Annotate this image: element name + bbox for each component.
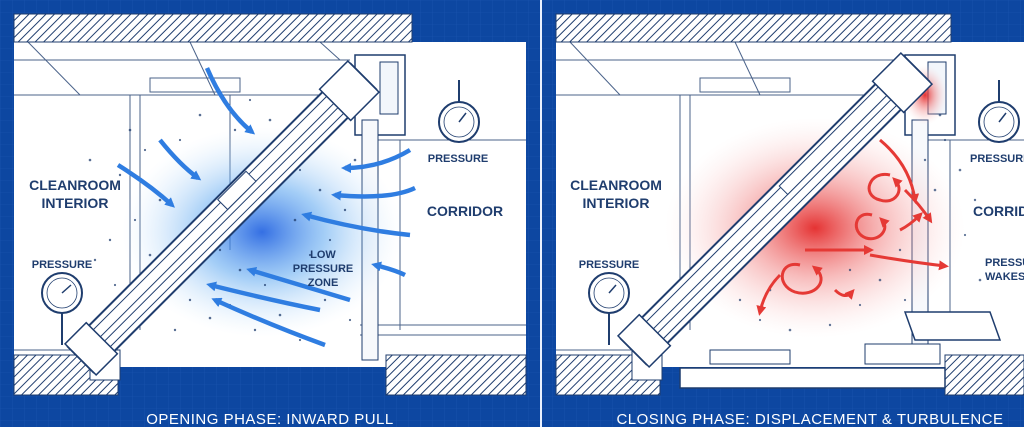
door-panel-left [63, 59, 381, 377]
pressure-gauge-right [438, 80, 480, 143]
turbulence-glow [665, 118, 965, 338]
inward-flow-arrows [116, 67, 416, 348]
caption-opening-phase: OPENING PHASE: INWARD PULL [146, 411, 394, 427]
turbulence-arrows [756, 138, 949, 316]
pressure-label-right-panel-left: PRESSURE [579, 259, 640, 271]
pressure-gauge-right-panel-right [978, 80, 1020, 143]
interior-label-right-1: CLEANROOM [570, 177, 662, 193]
pressure-label-right: PRESSURE [428, 153, 489, 165]
right-panel: CLEANROOM INTERIOR PRESSURE PRESSURE COR… [555, 13, 1024, 427]
pressure-wakes-label-2: WAKES [985, 271, 1024, 283]
interior-label-left-2: INTERIOR [42, 195, 109, 211]
corridor-label-left: CORRIDOR [427, 203, 503, 219]
low-pressure-zone-label-1: LOW [310, 249, 336, 261]
pressure-label-right-panel-right: PRESSURE [970, 153, 1024, 165]
interior-label-left-1: CLEANROOM [29, 177, 121, 193]
corridor-label-right: CORRIDOR [973, 203, 1024, 219]
pressure-label-left: PRESSURE [32, 259, 93, 271]
pressure-wakes-label-1: PRESSURE [985, 257, 1024, 269]
door-panel-right [616, 51, 934, 369]
interior-label-right-2: INTERIOR [583, 195, 650, 211]
caption-closing-phase: CLOSING PHASE: DISPLACEMENT & TURBULENCE [616, 411, 1003, 427]
left-panel: CLEANROOM INTERIOR PRESSURE PRESSURE COR… [13, 13, 527, 427]
pressure-gauge-right-panel-left [588, 272, 630, 345]
low-pressure-zone-label-3: ZONE [308, 277, 339, 289]
low-pressure-zone-label-2: PRESSURE [293, 263, 354, 275]
pressure-gauge-left [41, 272, 83, 345]
